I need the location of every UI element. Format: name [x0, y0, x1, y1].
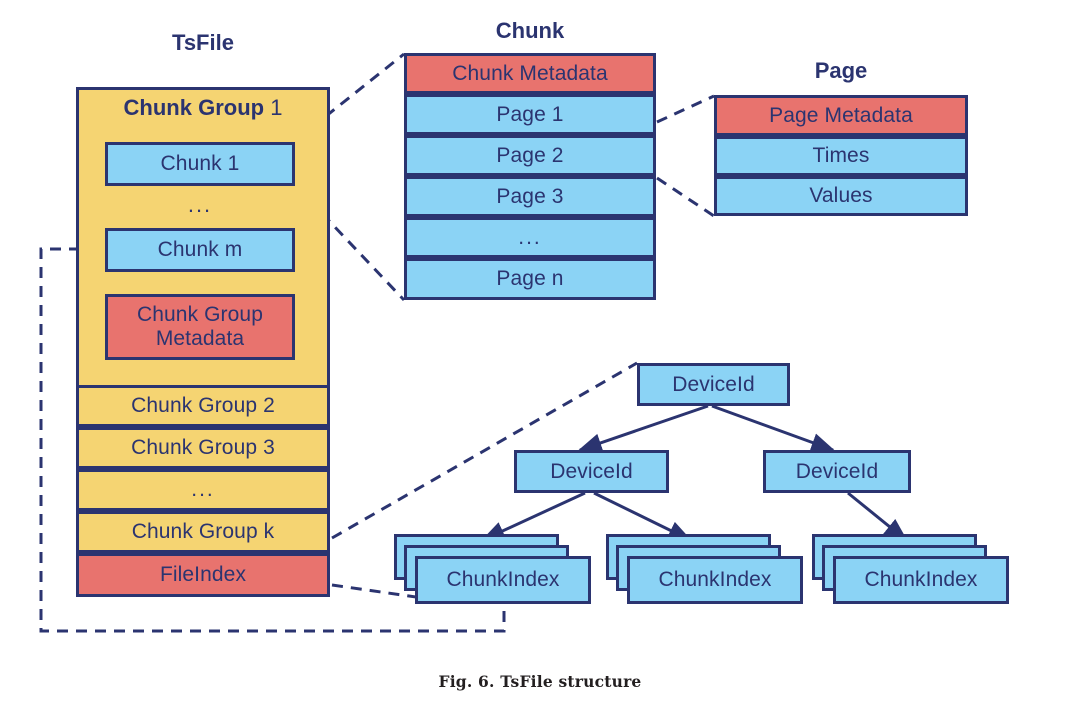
- page-title: Page: [814, 58, 868, 83]
- chunk-m-box[interactable]: Chunk m: [105, 228, 295, 272]
- chunk-group-metadata-line1: Chunk Group: [136, 303, 263, 327]
- fileindex-row[interactable]: FileIndex: [76, 553, 330, 597]
- tsfile-title: TsFile: [172, 30, 234, 55]
- figure-caption: Fig. 6. TsFile structure: [438, 672, 642, 691]
- chunk-group-metadata-box[interactable]: Chunk Group Metadata: [105, 294, 295, 360]
- values-row[interactable]: Values: [714, 176, 968, 216]
- chunk-group-rows-ellipsis: ...: [76, 469, 330, 511]
- chunk-list-ellipsis: ...: [187, 192, 213, 217]
- chunk-metadata-row[interactable]: Chunk Metadata: [404, 53, 656, 94]
- page-1-row[interactable]: Page 1: [404, 94, 656, 135]
- chunk-title: Chunk: [495, 18, 565, 43]
- page-rows-ellipsis: ...: [404, 217, 656, 258]
- deviceid-child-left-box[interactable]: DeviceId: [514, 450, 669, 493]
- chunk-group-k-row[interactable]: Chunk Group k: [76, 511, 330, 553]
- chunkindex-box-3[interactable]: ChunkIndex: [833, 556, 1009, 604]
- chunkindex-box-2[interactable]: ChunkIndex: [627, 556, 803, 604]
- chunk-group-1-label: Chunk Group: [123, 95, 265, 120]
- deviceid-child-right-box[interactable]: DeviceId: [763, 450, 911, 493]
- page-n-row[interactable]: Page n: [404, 258, 656, 300]
- times-row[interactable]: Times: [714, 136, 968, 176]
- connector-chunk-to-page: [656, 94, 715, 218]
- chunk-group-2-row[interactable]: Chunk Group 2: [76, 385, 330, 427]
- chunk-group-1-number: 1: [270, 95, 283, 120]
- chunk-group-3-row[interactable]: Chunk Group 3: [76, 427, 330, 469]
- chunkindex-box-1[interactable]: ChunkIndex: [415, 556, 591, 604]
- chunk-group-1-header: Chunk Group 1: [79, 95, 327, 121]
- chunk-group-metadata-line2: Metadata: [155, 327, 245, 350]
- page-metadata-row[interactable]: Page Metadata: [714, 95, 968, 136]
- deviceid-root-box[interactable]: DeviceId: [637, 363, 790, 406]
- page-2-row[interactable]: Page 2: [404, 135, 656, 176]
- chunk-1-box[interactable]: Chunk 1: [105, 142, 295, 186]
- page-3-row[interactable]: Page 3: [404, 176, 656, 217]
